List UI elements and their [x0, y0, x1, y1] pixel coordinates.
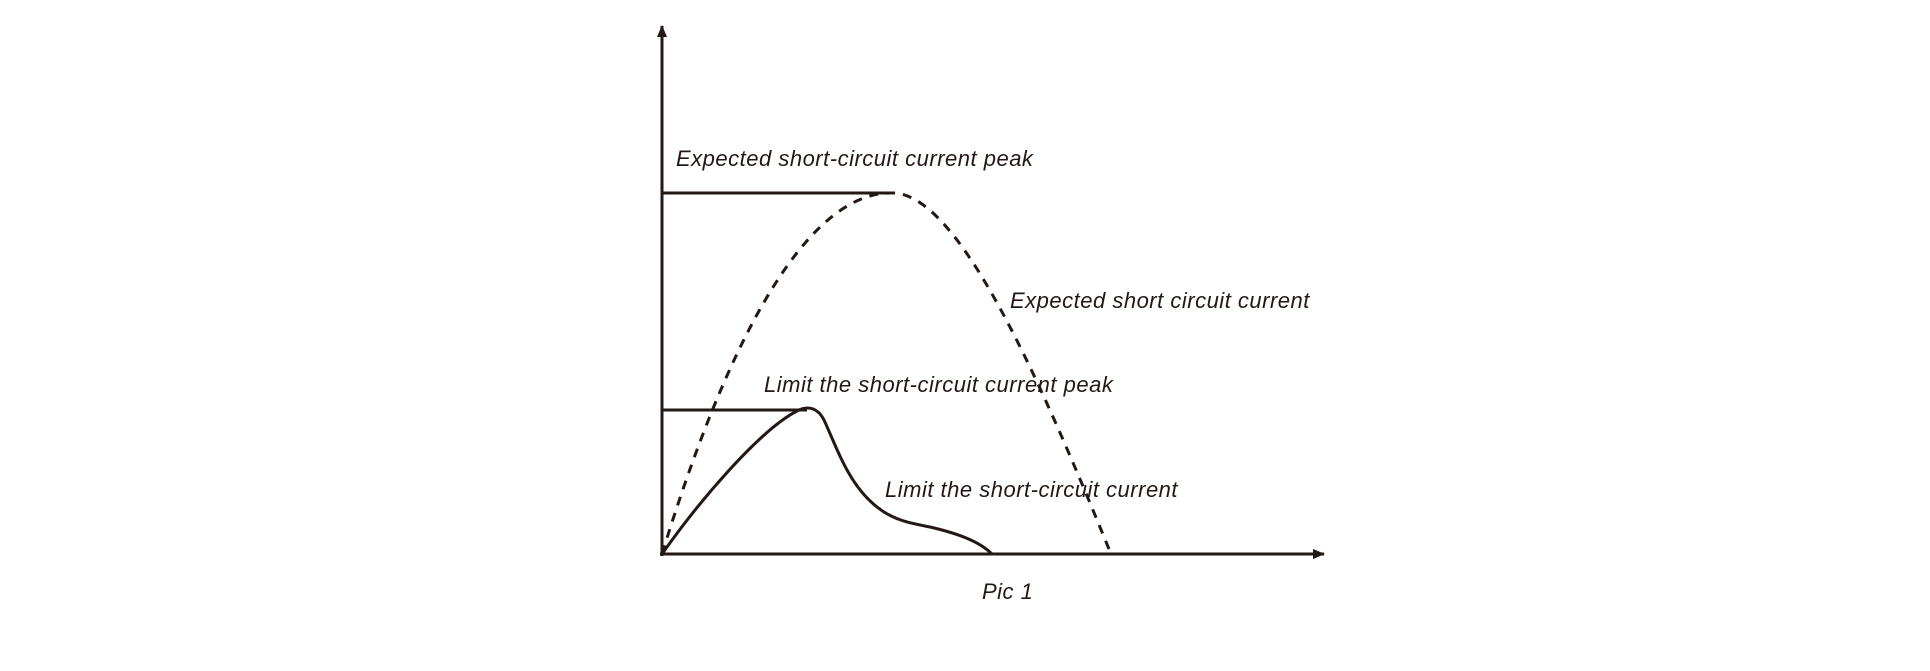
label-expected-peak: Expected short-circuit current peak: [676, 146, 1034, 171]
label-limit-peak: Limit the short-circuit current peak: [764, 372, 1114, 397]
caption: Pic 1: [982, 579, 1033, 604]
label-expected-current: Expected short circuit current: [1010, 288, 1310, 313]
label-limit-current: Limit the short-circuit current: [885, 477, 1178, 502]
limited-current-curve: [660, 406, 994, 556]
expected-current-curve: [660, 191, 1113, 555]
